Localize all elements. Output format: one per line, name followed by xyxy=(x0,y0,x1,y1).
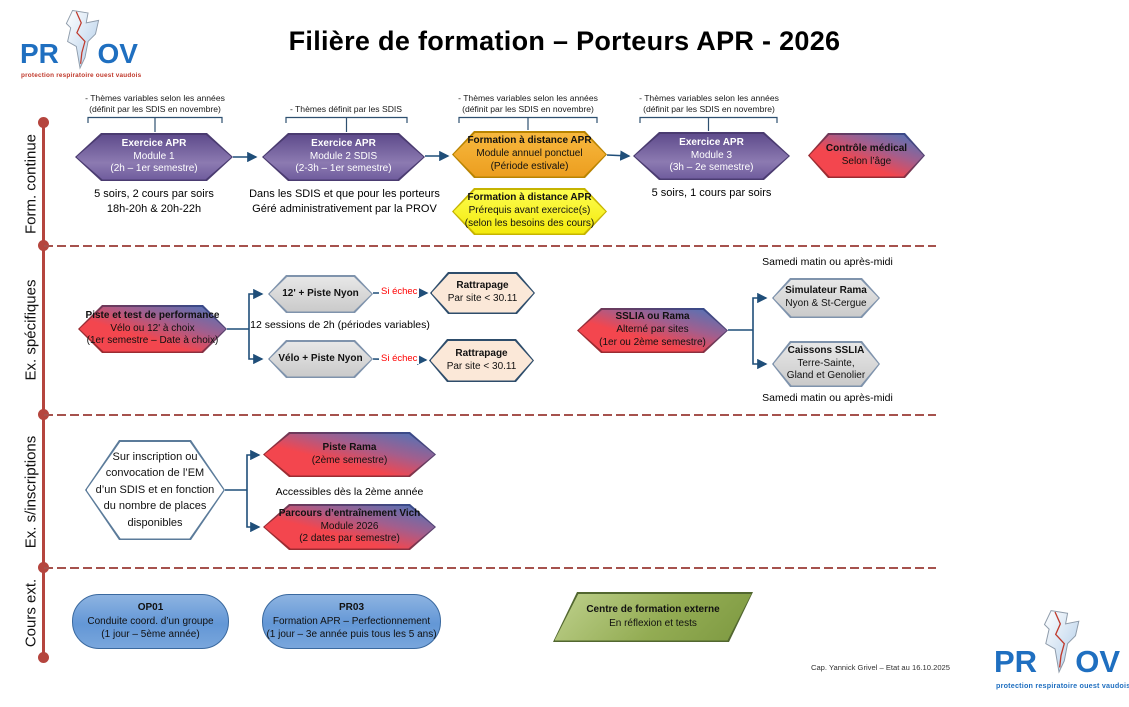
prov-logo-top: PR OV protection respiratoire ouest vaudo… xyxy=(18,6,142,90)
note-samedi-top: Samedi matin ou après-midi xyxy=(762,256,893,268)
prov-logo-bottom: PR OV protection respiratoire ouest vaudo… xyxy=(992,608,1129,700)
section-label-cours-ext: Cours ext. xyxy=(22,578,40,648)
shape-piste-rama: Piste Rama(2ème semestre) xyxy=(263,432,436,477)
rail-dot xyxy=(38,562,49,573)
shape-op01: OP01 Conduite coord. d’un groupe (1 jour… xyxy=(72,594,229,649)
map-icon xyxy=(1043,610,1080,674)
bracket-note-module2: - Thèmes définit par les SDIS xyxy=(289,104,403,114)
rail-dot xyxy=(38,652,49,663)
logo-tagline: protection respiratoire ouest vaudois xyxy=(996,681,1129,690)
section-divider xyxy=(44,414,936,416)
shape-velo-piste-nyon: Vélo + Piste Nyon xyxy=(268,340,373,378)
label-si-echec-1: Si échec xyxy=(379,286,420,297)
logo-text-pr: PR xyxy=(20,38,59,69)
shape-sur-inscription: Sur inscription ou convocation de l’EM d… xyxy=(85,440,225,540)
note-module3: 5 soirs, 1 cours par soirs xyxy=(651,187,772,199)
rail-line xyxy=(42,122,45,659)
label-si-echec-2: Si échec xyxy=(379,353,420,364)
logo-text-ov: OV xyxy=(97,38,138,69)
logo-text-ov: OV xyxy=(1075,644,1120,679)
section-label-ex-inscriptions: Ex. s/inscriptions xyxy=(22,435,40,549)
shape-12min-piste-nyon: 12' + Piste Nyon xyxy=(268,275,373,313)
rail-dot xyxy=(38,117,49,128)
bracket-lines xyxy=(87,116,778,132)
bracket-note-fad: - Thèmes variables selon les années(défi… xyxy=(458,93,598,115)
section-divider xyxy=(44,245,936,247)
note-sessions: 12 sessions de 2h (périodes variables) xyxy=(250,319,430,331)
logo-text-pr: PR xyxy=(994,644,1038,679)
bracket-note-module3: - Thèmes variables selon les années(défi… xyxy=(639,93,779,115)
footer-credit: Cap. Yannick Grivel – Etat au 16.10.2025 xyxy=(810,663,950,672)
logo-tagline: protection respiratoire ouest vaudois xyxy=(21,72,142,79)
section-divider xyxy=(44,567,936,569)
rail-dot xyxy=(38,409,49,420)
note-samedi-bottom: Samedi matin ou après-midi xyxy=(762,392,893,404)
map-icon xyxy=(65,9,100,70)
note-accessibles: Accessibles dès la 2ème année xyxy=(275,486,424,498)
bracket-note-module1: - Thèmes variables selon les années(défi… xyxy=(85,93,225,115)
section-label-form-continue: Form. continue xyxy=(22,133,40,235)
page-title: Filière de formation – Porteurs APR - 20… xyxy=(288,26,841,56)
section-label-ex-specifiques: Ex. spécifiques xyxy=(22,279,40,381)
shape-pr03: PR03 Formation APR – Perfectionnement (1… xyxy=(262,594,441,649)
rail-dot xyxy=(38,240,49,251)
